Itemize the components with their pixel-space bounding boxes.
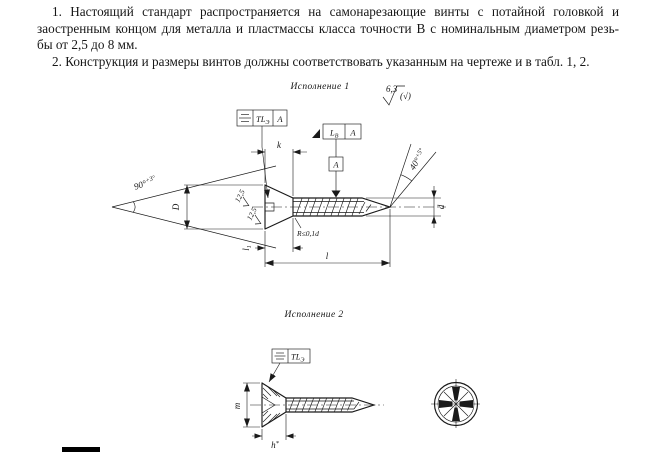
paragraph-line: 1. Настоящий стандарт распространяется н… [52,4,619,19]
tolerance-frame-angle: LВ А [312,123,362,140]
cross-recess-end-view [431,379,481,429]
drawing-execution-1: Исполнение 1 6,3 (√) TLЭ А [111,82,446,267]
dimension-k: k [251,140,307,196]
datum-letter: А [332,160,339,170]
execution-2-title: Исполнение 2 [283,310,343,320]
dimension-head-angle: 90°+3° [111,165,277,249]
dimension-D: D [171,184,263,230]
roughness-all-others: (√) [400,91,411,101]
phillips-cross-icon [439,387,473,421]
roughness-value: 6,3 [386,84,398,94]
tolerance-value: LВ [329,128,339,140]
datum-a-flag: А [328,139,344,198]
h-star-label: h* [271,440,280,450]
roughness-face-value: 12,5 [245,206,259,222]
paragraph-line: 2. Конструкция и размеры винтов должны с… [52,53,590,69]
roughness-face-value: 12,5 [233,188,247,204]
standard-text: 1. Настоящий стандарт распространяется н… [37,4,619,70]
dimension-tip-angle: 40°+5° [389,143,437,208]
m-label: m [232,402,242,409]
section-hatch [262,386,281,424]
tolerance-frame-slot: TLЭ А [236,109,288,199]
datum-triangle-icon [331,190,341,198]
leader-line [268,362,281,383]
drawing-execution-2: Исполнение 2 TLЭ [232,310,481,450]
tolerance-datum: А [349,128,356,138]
slope-icon [312,129,320,138]
dimension-h-star: h* [252,414,296,450]
head-angle-label: 90°+3° [133,174,158,191]
roughness-check-icon [382,85,405,106]
tolerance-value: TLЭ [291,352,304,364]
l-label: l [326,251,329,261]
dimension-m: m [232,382,260,428]
roughness-face-mark: 12,5 [245,206,262,225]
tolerance-frame-slot-2: TLЭ [268,348,311,383]
symmetry-icon [239,114,251,122]
tolerance-value: TLЭ [256,114,269,126]
d-label: d [436,204,446,209]
symmetry-icon [274,352,286,360]
dimension-l: l [264,209,391,267]
paragraph-line: бы от 2,5 до 8 мм. [37,37,138,53]
dimension-d: d [366,186,446,228]
execution-1-title: Исполнение 1 [289,82,349,92]
paragraph-line: заостренным концом для металла и пластма… [37,20,619,36]
surface-roughness-mark: 6,3 (√) [382,84,411,106]
k-label: k [277,140,282,150]
l1-label: l1 [241,245,253,251]
radius-note-text: R≤0,1d [296,229,319,238]
tip-angle-label: 40°+5° [407,147,428,172]
roughness-face-mark: 12,5 [233,188,250,207]
dimension-l1: l1 [241,218,303,252]
leader-line [261,126,270,199]
scan-artifact [62,447,100,452]
radius-note: R≤0,1d [294,217,319,238]
tolerance-datum: А [276,114,283,124]
D-label: D [171,203,181,211]
